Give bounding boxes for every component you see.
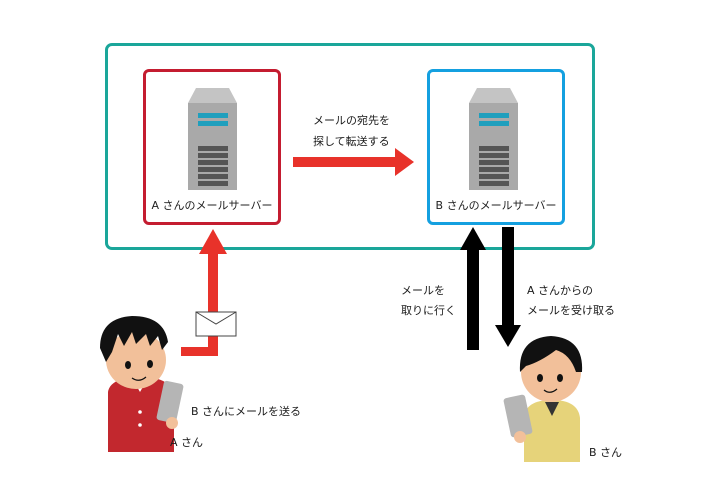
person-a-illustration <box>100 316 184 452</box>
arrow-up-icon <box>460 227 486 350</box>
receive-label-line1: A さんからの <box>527 284 594 297</box>
forward-label-line2: 探して転送する <box>313 135 390 148</box>
fetch-label-line2: 取りに行く <box>401 304 456 317</box>
server-a-label: A さんのメールサーバー <box>151 199 273 212</box>
server-icon <box>469 88 518 190</box>
arrow-right-icon <box>293 148 414 176</box>
envelope-icon <box>195 311 237 337</box>
send-label: B さんにメールを送る <box>191 405 302 418</box>
server-b-label: B さんのメールサーバー <box>435 199 557 212</box>
fetch-label-line1: メールを <box>401 284 445 297</box>
person-a-label: A さん <box>170 436 204 449</box>
person-b-label: B さん <box>589 446 623 459</box>
receive-label-line2: メールを受け取る <box>527 304 615 317</box>
server-icon <box>188 88 237 190</box>
forward-label-line1: メールの宛先を <box>313 114 390 127</box>
arrow-up-icon <box>181 229 227 356</box>
person-b-illustration <box>503 336 583 462</box>
internet-frame <box>105 43 595 250</box>
arrow-down-icon <box>495 227 521 347</box>
